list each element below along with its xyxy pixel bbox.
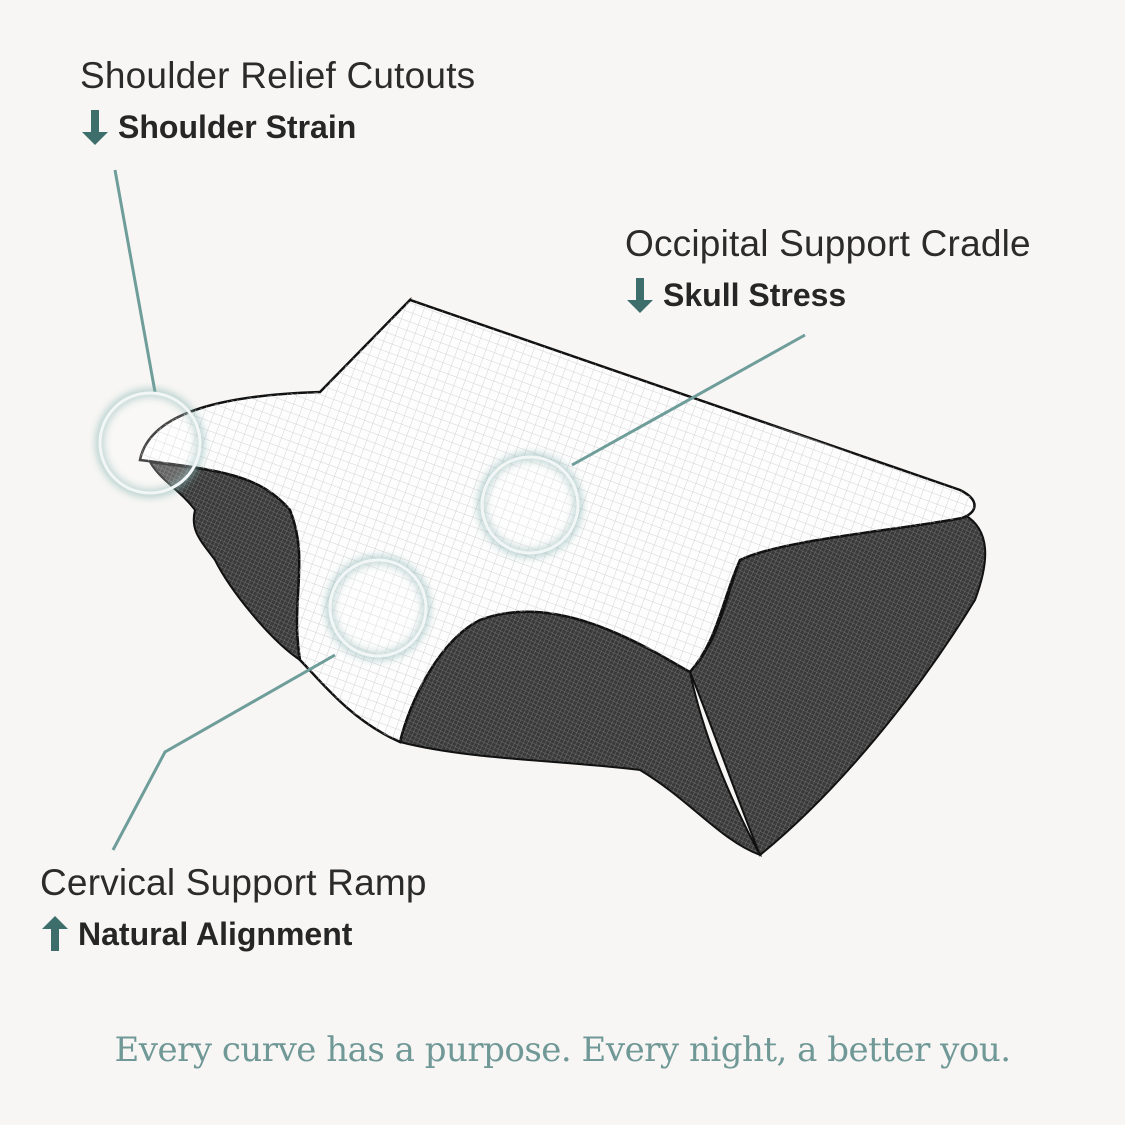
callout-effect-cervical: Natural Alignment: [40, 915, 352, 953]
arrow-up-icon: [42, 916, 68, 951]
callout-title-cervical: Cervical Support Ramp: [40, 862, 427, 903]
callout-effect-shoulder: Shoulder Strain: [80, 108, 356, 146]
leader-line-shoulder: [113, 169, 157, 393]
callout-effect-label: Shoulder Strain: [118, 108, 357, 145]
highlight-occipital: [480, 455, 580, 555]
highlight-cervical: [328, 558, 428, 658]
arrow-down-icon: [82, 110, 108, 145]
leader-line-occipital: [571, 333, 806, 467]
highlight-shoulder: [98, 391, 202, 495]
callout-title-shoulder: Shoulder Relief Cutouts: [80, 55, 476, 96]
tagline: Every curve has a purpose. Every night, …: [114, 1030, 1011, 1070]
callout-effect-label: Skull Stress: [663, 276, 847, 313]
callout-effect-label: Natural Alignment: [78, 915, 353, 952]
arrow-down-icon: [627, 278, 653, 313]
callout-effect-occipital: Skull Stress: [625, 276, 846, 314]
leader-line-cervical: [111, 653, 336, 851]
callout-title-occipital: Occipital Support Cradle: [625, 223, 1031, 264]
